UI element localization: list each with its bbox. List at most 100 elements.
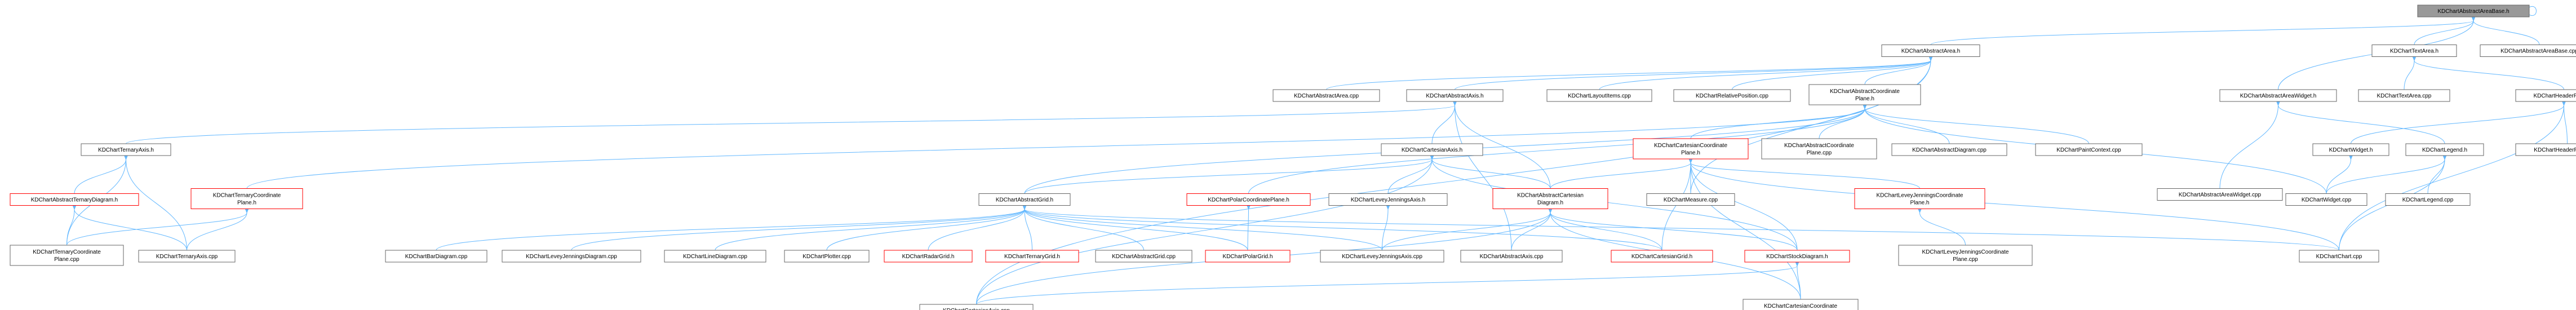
node-label: KDChartPaintContext.cpp — [2056, 147, 2121, 153]
edge-abstractAxis_h-to-abstractCartesianDiagram_h — [1452, 100, 1551, 189]
node-label: KDChartAbstractTernaryDiagram.h — [31, 197, 118, 203]
node-radarGrid_h[interactable]: KDChartRadarGrid.h — [884, 250, 973, 263]
node-cartesianGrid_h[interactable]: KDChartCartesianGrid.h — [1611, 250, 1713, 263]
node-label: KDChartAbstractAxis.cpp — [1480, 254, 1544, 260]
node-abstractGrid_h[interactable]: KDChartAbstractGrid.h — [978, 193, 1071, 206]
node-ternaryAxis_h[interactable]: KDChartTernaryAxis.h — [81, 143, 171, 156]
node-headerFooter_cpp[interactable]: KDChartHeaderFooter.cpp — [2515, 143, 2576, 156]
node-ternaryGrid_h[interactable]: KDChartTernaryGrid.h — [985, 250, 1079, 263]
node-label: Plane.cpp — [1953, 256, 1978, 263]
edge-ternaryAxis_h-to-abstractTernaryDiagram_h — [74, 154, 128, 194]
node-ternaryAxis_cpp[interactable]: KDChartTernaryAxis.cpp — [138, 250, 236, 263]
node-abstractAxis_cpp[interactable]: KDChartAbstractAxis.cpp — [1460, 250, 1563, 263]
node-label: KDChartCartesianGrid.h — [1631, 254, 1692, 260]
node-legend_cpp[interactable]: KDChartLegend.cpp — [2385, 193, 2471, 206]
edge-abstractCoordPlane_h-to-paintContext_cpp — [1862, 103, 2089, 144]
node-abstractAxis_h[interactable]: KDChartAbstractAxis.h — [1406, 89, 1504, 102]
node-root[interactable]: KDChartAbstractAreaBase.h — [2417, 5, 2530, 17]
node-abstractAreaWidget_h[interactable]: KDChartAbstractAreaWidget.h — [2219, 89, 2337, 102]
node-relativePosition_cpp[interactable]: KDChartRelativePosition.cpp — [1673, 89, 1791, 102]
node-leveyJenningsAxis_h[interactable]: KDChartLeveyJenningsAxis.h — [1328, 193, 1448, 206]
node-widget_cpp[interactable]: KDChartWidget.cpp — [2285, 193, 2367, 206]
edge-cartesianAxis_h-to-cartesianAxis_cpp — [976, 154, 1435, 305]
nodes-layer: KDChartAbstractAreaBase.hKDChartAbstract… — [10, 5, 2576, 310]
node-abstractArea_cpp[interactable]: KDChartAbstractArea.cpp — [1273, 89, 1380, 102]
node-plotter_cpp[interactable]: KDChartPlotter.cpp — [784, 250, 870, 263]
node-polarGrid_h[interactable]: KDChartPolarGrid.h — [1205, 250, 1291, 263]
edge-cartesianCoordPlane_h-to-leveyJenningsCoordPlane_h — [1688, 157, 1920, 189]
edge-leveyJenningsCoordPlane_h-to-leveyJenningsCoordPlane_cpp — [1917, 207, 1966, 246]
node-label: KDChartTernaryGrid.h — [1004, 254, 1060, 260]
node-widget_h[interactable]: KDChartWidget.h — [2312, 143, 2389, 156]
node-label: Plane.cpp — [1807, 150, 1832, 156]
node-cartesianAxis_cpp[interactable]: KDChartCartesianAxis.cpp — [919, 304, 1034, 310]
node-measure_cpp[interactable]: KDChartMeasure.cpp — [1646, 193, 1735, 206]
node-lineDiagram_cpp[interactable]: KDChartLineDiagram.cpp — [664, 250, 766, 263]
node-label: KDChartWidget.h — [2329, 147, 2373, 153]
node-abstractTernaryDiagram_h[interactable]: KDChartAbstractTernaryDiagram.h — [10, 193, 139, 206]
edge-abstractAreaWidget_h-to-legend_h — [2276, 100, 2445, 144]
node-label: KDChartAbstractArea.h — [1901, 48, 1961, 55]
node-label: KDChartAbstractAxis.h — [1426, 93, 1483, 99]
node-cartesianAxis_h[interactable]: KDChartCartesianAxis.h — [1381, 143, 1483, 156]
node-label: KDChartAbstractAreaWidget.cpp — [2179, 192, 2262, 198]
node-polarCoordPlane_h[interactable]: KDChartPolarCoordinatePlane.h — [1186, 193, 1311, 206]
node-label: KDChartCartesianAxis.cpp — [943, 308, 1010, 310]
edge-abstractCoordPlane_h-to-polarCoordPlane_h — [1248, 103, 1868, 194]
node-label: KDChartLegend.h — [2422, 147, 2467, 153]
node-abstractArea_h[interactable]: KDChartAbstractArea.h — [1881, 45, 1980, 57]
edge-abstractGrid_h-to-radarGrid_h — [928, 204, 1027, 251]
node-label: Diagram.h — [1537, 200, 1563, 206]
node-textArea_cpp[interactable]: KDChartTextArea.cpp — [2358, 89, 2450, 102]
node-label: Plane.h — [1910, 200, 1930, 206]
node-barDiagram_cpp[interactable]: KDChartBarDiagram.cpp — [385, 250, 487, 263]
edge-textArea_h-to-headerFooter_h — [2411, 55, 2564, 90]
node-label: KDChartAbstractCoordinate — [1784, 143, 1854, 149]
node-stockDiagram_h[interactable]: KDChartStockDiagram.h — [1744, 250, 1850, 263]
node-abstractAreaWidget_cpp[interactable]: KDChartAbstractAreaWidget.cpp — [2157, 188, 2283, 201]
edge-legend_h-to-widget_cpp — [2326, 154, 2448, 194]
edge-widget_h-to-widget_cpp — [2326, 154, 2353, 194]
node-label: KDChartCartesianCoordinate — [1654, 143, 1728, 149]
edge-abstractArea_h-to-abstractArea_cpp — [1326, 55, 1934, 90]
node-abstractGrid_cpp[interactable]: KDChartAbstractGrid.cpp — [1095, 250, 1192, 263]
node-leveyJenningsDiagram_cpp[interactable]: KDChartLeveyJenningsDiagram.cpp — [502, 250, 641, 263]
node-label: KDChartAbstractGrid.cpp — [1112, 254, 1176, 260]
edge-abstractGrid_h-to-leveyJenningsDiagram_cpp — [571, 204, 1027, 251]
node-label: KDChartHeaderFooter.h — [2534, 93, 2576, 99]
edge-abstractTernaryDiagram_h-to-ternaryCoordPlane_cpp — [66, 204, 77, 246]
node-paintContext_cpp[interactable]: KDChartPaintContext.cpp — [2035, 143, 2143, 156]
edge-legend_h-to-legend_cpp — [2427, 154, 2448, 194]
node-label: KDChartHeaderFooter.cpp — [2534, 147, 2576, 153]
node-abstractDiagram_cpp[interactable]: KDChartAbstractDiagram.cpp — [1891, 143, 2007, 156]
node-chart_cpp[interactable]: KDChartChart.cpp — [2299, 250, 2379, 263]
node-label: KDChartRadarGrid.h — [902, 254, 955, 260]
node-label: KDChartLayoutItems.cpp — [1568, 93, 1631, 99]
edge-cartesianCoordPlane_h-to-cartesianCoordPlane_cpp — [1688, 157, 1801, 300]
node-leveyJenningsAxis_cpp[interactable]: KDChartLeveyJenningsAxis.cpp — [1320, 250, 1444, 263]
edge-abstractAxis_h-to-abstractAxis_cpp — [1452, 100, 1512, 251]
node-textArea_h[interactable]: KDChartTextArea.h — [2371, 45, 2457, 57]
edge-textArea_h-to-textArea_cpp — [2404, 55, 2417, 90]
edge-abstractArea_h-to-abstractCoordPlane_h — [1864, 55, 1934, 85]
node-label: Plane.h — [1681, 150, 1700, 156]
node-label: KDChartAbstractCartesian — [1517, 193, 1584, 199]
edge-ternaryAxis_h-to-ternaryAxis_cpp — [123, 154, 187, 251]
node-layoutItems_cpp[interactable]: KDChartLayoutItems.cpp — [1546, 89, 1652, 102]
node-legend_h[interactable]: KDChartLegend.h — [2405, 143, 2484, 156]
edge-abstractCoordPlane_h-to-ternaryCoordPlane_h — [246, 103, 1868, 189]
node-headerFooter_h[interactable]: KDChartHeaderFooter.h — [2515, 89, 2576, 102]
node-label: KDChartRelativePosition.cpp — [1696, 93, 1768, 99]
node-label: KDChartLeveyJenningsAxis.h — [1351, 197, 1425, 203]
node-abstractAreaBase_cpp[interactable]: KDChartAbstractAreaBase.cpp — [2480, 45, 2576, 57]
edge-cartesianAxis_h-to-abstractGrid_h — [1024, 154, 1435, 194]
